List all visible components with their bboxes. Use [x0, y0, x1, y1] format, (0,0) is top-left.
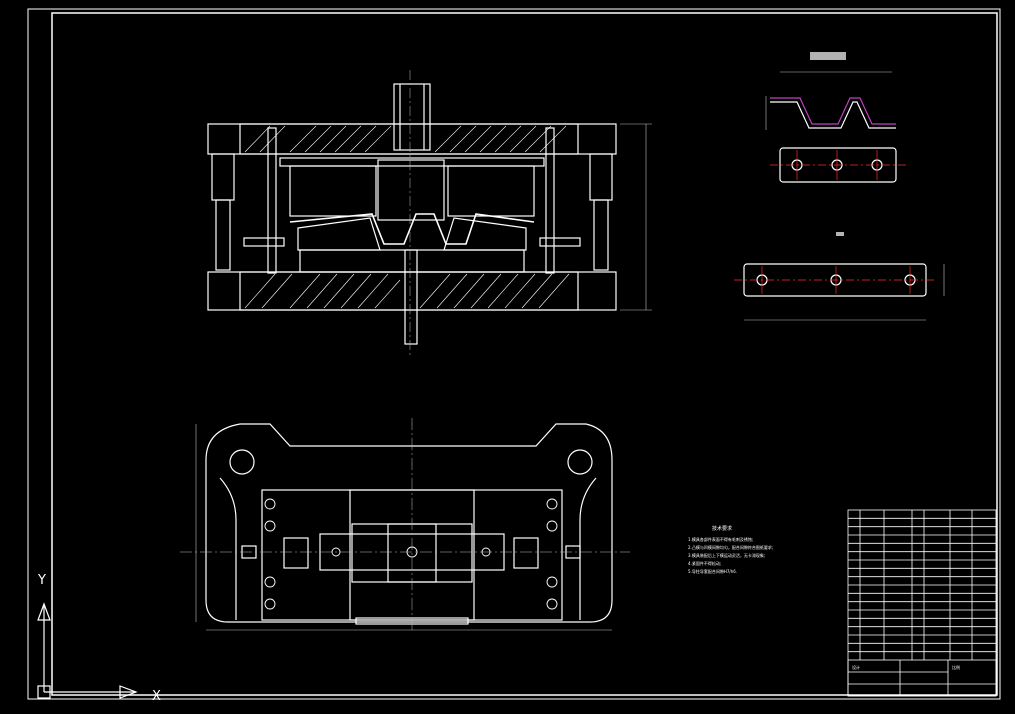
- ucs-x-label: X: [152, 689, 161, 704]
- notes-line: 4.紧固件不得松动;: [688, 560, 721, 566]
- title-block-scale-label: 比例: [952, 664, 960, 670]
- ucs-icon: Y X: [37, 573, 161, 704]
- title-block-designer-label: 设计: [852, 664, 860, 670]
- part-top-view: [770, 147, 906, 183]
- bom-table: [848, 517, 996, 653]
- notes-line: 5.导柱导套配合间隙H7/h6.: [688, 568, 737, 574]
- part-blank-view: [734, 232, 945, 321]
- notes-line: 1.模具各部件表面不得有毛刺及锈蚀;: [688, 536, 753, 542]
- assembly-section-view: [207, 70, 652, 358]
- notes-line: 2.凸模与凹模间隙均匀，配合间隙符合图纸要求;: [688, 544, 773, 550]
- drawing-frame: [27, 8, 1001, 700]
- title-block: 设计 比例: [847, 509, 997, 697]
- technical-notes: 技术要求 1.模具各部件表面不得有毛刺及锈蚀; 2.凸模与凹模间隙均匀，配合间隙…: [688, 525, 773, 574]
- plan-view-lower-die: [180, 418, 630, 632]
- notes-title: 技术要求: [712, 525, 732, 532]
- notes-line: 3.模具装配后上下模运动灵活，无卡滞现象;: [688, 552, 765, 558]
- part-section-view: [765, 52, 896, 130]
- ucs-y-label: Y: [37, 573, 46, 588]
